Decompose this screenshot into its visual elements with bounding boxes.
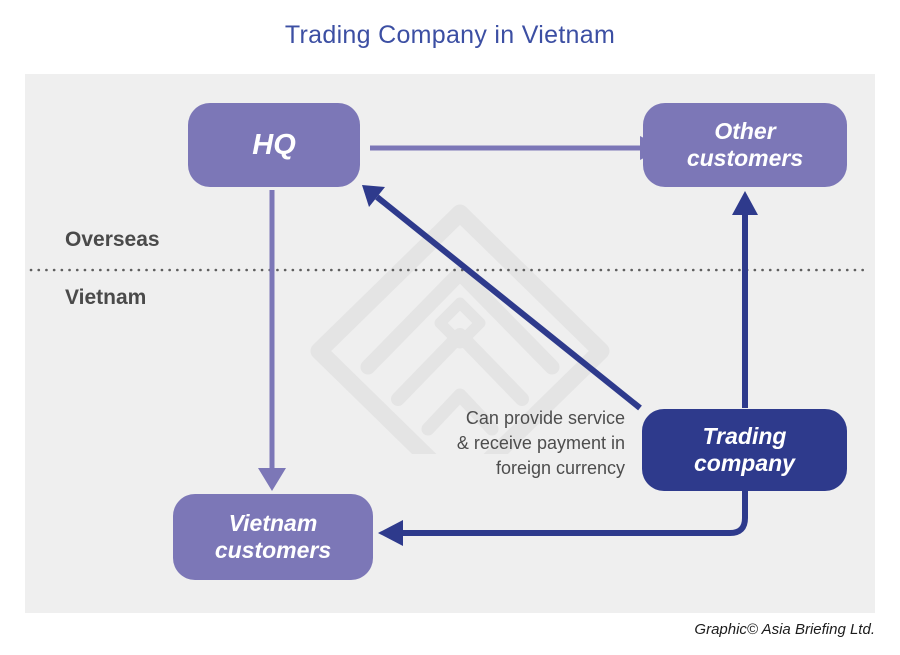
arrow-trading-to-hq (362, 185, 642, 411)
node-other-customers-line2: customers (686, 145, 804, 171)
asia-briefing-watermark-logo (310, 204, 610, 454)
node-vietnam-customers: Vietnam customers (173, 494, 373, 580)
node-other-customers: Other customers (643, 103, 847, 187)
node-trading-company: Trading company (642, 409, 847, 491)
zone-label-overseas: Overseas (65, 228, 160, 251)
service-payment-note: Can provide service & receive payment in… (365, 406, 625, 481)
node-trading-company-label: Trading company (694, 423, 795, 477)
node-other-customers-label: Other customers (687, 118, 803, 172)
note-line3: foreign currency (495, 458, 625, 478)
node-hq-label: HQ (252, 128, 296, 161)
arrow-trading-to-vietnam-customers (378, 491, 748, 546)
arrow-hq-to-other-customers (370, 136, 663, 160)
page-title: Trading Company in Vietnam (284, 21, 616, 49)
node-vietnam-customers-label: Vietnam customers (215, 510, 331, 564)
node-trading-company-line1: Trading (702, 422, 787, 449)
arrow-trading-to-other-customers (732, 191, 758, 408)
node-vietnam-customers-line1: Vietnam (228, 509, 318, 536)
diagram-panel: HQ Other customers Trading company Vietn… (25, 74, 875, 613)
node-other-customers-line1: Other (714, 117, 776, 144)
arrow-hq-to-vietnam-customers (258, 190, 286, 491)
node-hq: HQ (188, 103, 360, 187)
note-line2: & receive payment in (456, 433, 625, 453)
diagram-arrows (29, 136, 871, 546)
note-line1: Can provide service (465, 408, 625, 428)
node-trading-company-line2: company (694, 450, 795, 476)
credit-text: Graphic© Asia Briefing Ltd. (694, 621, 875, 638)
zone-label-vietnam: Vietnam (65, 286, 147, 309)
node-vietnam-customers-line2: customers (214, 537, 332, 563)
